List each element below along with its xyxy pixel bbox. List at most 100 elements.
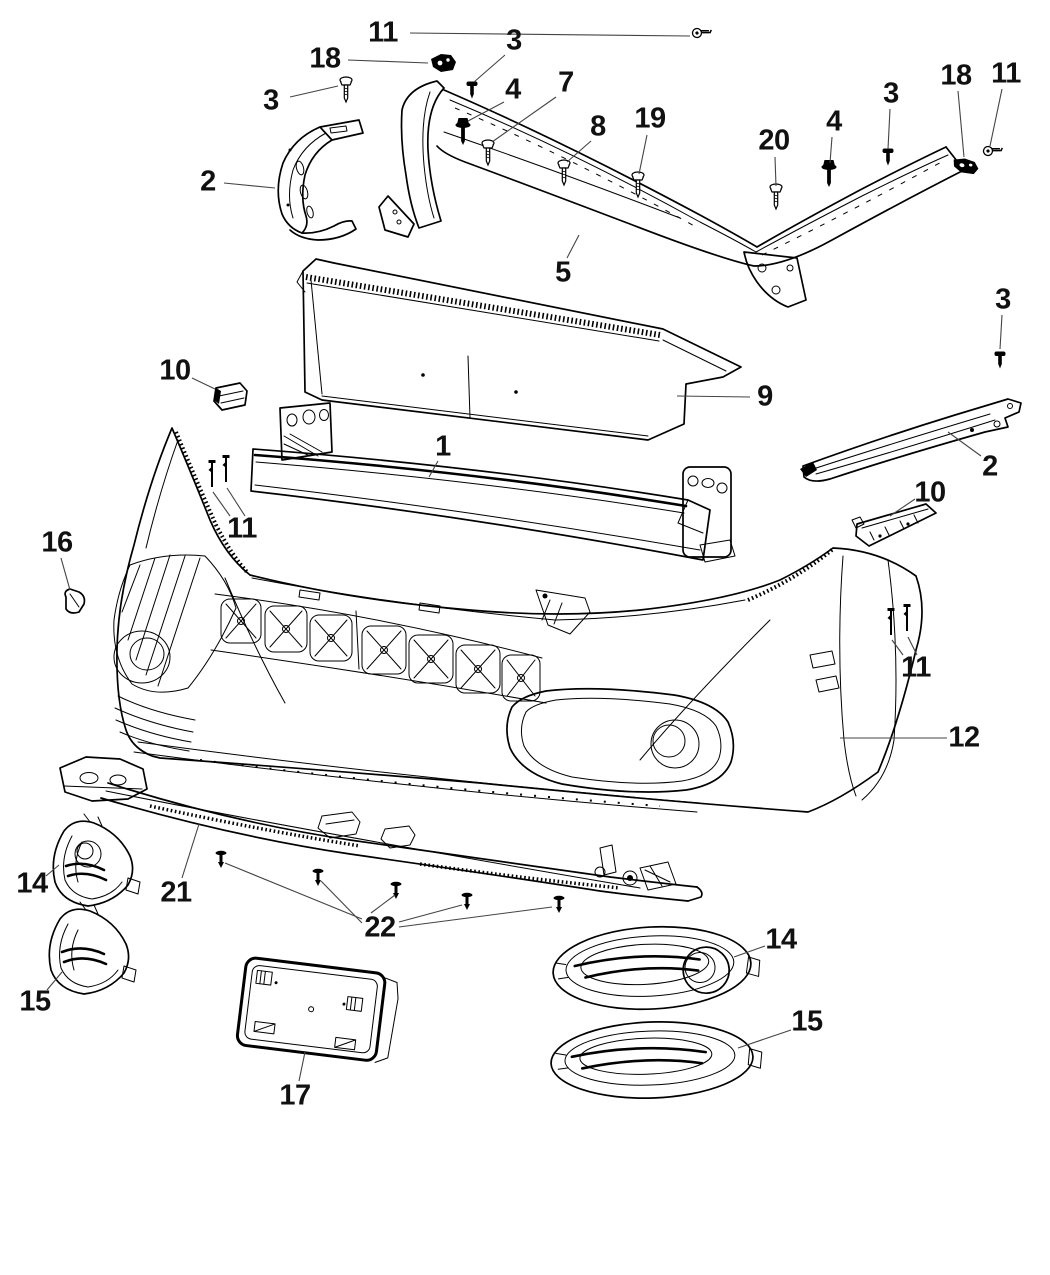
callout-9-15: 9 (757, 380, 773, 413)
callout-4-9: 4 (826, 105, 842, 138)
leader-line-11 (226, 487, 246, 517)
part-10-clip-left (213, 382, 248, 411)
part-2-support-bracket-right (800, 398, 1022, 482)
leader-line-14 (733, 945, 766, 958)
leader-line-11 (891, 639, 904, 656)
callout-2-21: 2 (982, 450, 998, 483)
fastener-11-screw-top-right (981, 141, 1004, 158)
fastener-18-clip-left (431, 54, 456, 72)
leader-line-18 (957, 90, 965, 158)
callout-14-25: 14 (16, 867, 48, 900)
leader-line-22 (398, 904, 463, 923)
part-10-rail-right (851, 503, 937, 547)
fastener-3-push-c (882, 148, 894, 166)
fastener-7-screw (481, 139, 495, 166)
leader-lines (45, 32, 1003, 1082)
callout-10-22: 10 (914, 476, 946, 509)
fastener-22-pin-4 (461, 892, 473, 910)
leader-line-3 (999, 314, 1003, 350)
grille-cell (264, 605, 308, 653)
fastener-22-pin-5 (553, 895, 565, 913)
leader-line-4 (467, 101, 505, 122)
leader-line-20 (774, 156, 777, 187)
callout-2-13: 2 (200, 165, 216, 198)
grille-cell (455, 644, 501, 694)
callout-7-5: 7 (558, 66, 574, 99)
leader-line-15 (737, 1029, 792, 1049)
callout-15-27: 15 (19, 985, 51, 1018)
leader-line-3 (289, 85, 339, 98)
callout-19-7: 19 (634, 102, 666, 135)
callout-5-14: 5 (555, 256, 571, 289)
callout-11-0: 11 (368, 16, 398, 49)
callout-12-24: 12 (948, 721, 980, 754)
callout-4-4: 4 (505, 73, 521, 106)
callout-21-26: 21 (160, 876, 192, 909)
leader-line-22 (398, 906, 553, 928)
leader-line-3 (887, 108, 891, 150)
fastener-3-push-b (466, 81, 478, 99)
grille-cell (309, 614, 353, 662)
leader-line-16 (60, 557, 71, 591)
fastener-22-pin-1 (215, 850, 227, 868)
leader-line-21 (181, 823, 200, 879)
part-2-mounting-bracket-left (277, 119, 364, 241)
leader-line-9 (676, 395, 751, 398)
leader-line-3 (473, 54, 506, 83)
callout-17-29: 17 (279, 1079, 311, 1112)
fastener-3-push-d (994, 351, 1006, 369)
callout-14-30: 14 (765, 923, 797, 956)
grille-cell (220, 598, 262, 644)
leader-line-1 (428, 460, 439, 478)
callout-11-18: 11 (227, 512, 257, 545)
leader-line-15 (46, 971, 63, 991)
callout-3-10: 3 (883, 77, 899, 110)
callout-15-31: 15 (791, 1005, 823, 1038)
leader-line-17 (298, 1051, 306, 1082)
leader-line-22 (370, 894, 396, 914)
fastener-4-bolt-left (455, 118, 471, 145)
callout-3-3: 3 (263, 84, 279, 117)
fastener-22-pin-3 (390, 881, 402, 899)
part-1-bumper-reinforcement (250, 402, 732, 561)
grille-cell (408, 634, 454, 684)
leader-line-5 (566, 234, 580, 259)
part-15-fog-bezel-right (550, 1021, 763, 1099)
callout-1-16: 1 (435, 430, 451, 463)
leader-line-2 (947, 431, 982, 457)
part-14-fog-bezel-left (52, 813, 141, 907)
fastener-22-pin-2 (312, 868, 324, 886)
leader-line-11 (409, 32, 691, 37)
leader-line-11 (212, 491, 231, 517)
grille-cell (361, 625, 407, 675)
leader-line-14 (45, 864, 60, 877)
grille-cell (501, 654, 541, 702)
leader-line-4 (829, 136, 833, 164)
leader-line-18 (347, 59, 429, 64)
part-5-upper-fascia (378, 80, 965, 308)
leader-line-22 (224, 862, 363, 920)
callout-10-17: 10 (159, 354, 191, 387)
fastener-11-stud-right-b (902, 603, 912, 632)
part-17-license-plate-bracket (235, 956, 399, 1063)
callout-20-8: 20 (758, 124, 790, 157)
callout-11-23: 11 (901, 651, 931, 684)
fastener-11-stud-left-b (221, 454, 231, 483)
leader-line-22 (320, 880, 363, 924)
leader-line-19 (638, 134, 648, 175)
fastener-3-screw-a (339, 76, 353, 103)
fastener-20-screw (769, 183, 783, 210)
callout-16-19: 16 (41, 526, 73, 559)
part-12-front-fascia (113, 427, 923, 813)
part-21-lower-valance (59, 756, 703, 902)
fastener-11-stud-left-a (207, 459, 217, 488)
leader-line-2 (223, 182, 276, 189)
leader-line-11 (907, 636, 918, 656)
part-15-fog-bezel-left (48, 901, 137, 995)
callout-11-12: 11 (991, 57, 1021, 90)
callout-8-6: 8 (590, 110, 606, 143)
part-9-closure-panel (296, 258, 742, 441)
leader-line-10 (889, 498, 916, 517)
fastener-8-screw (557, 159, 571, 186)
